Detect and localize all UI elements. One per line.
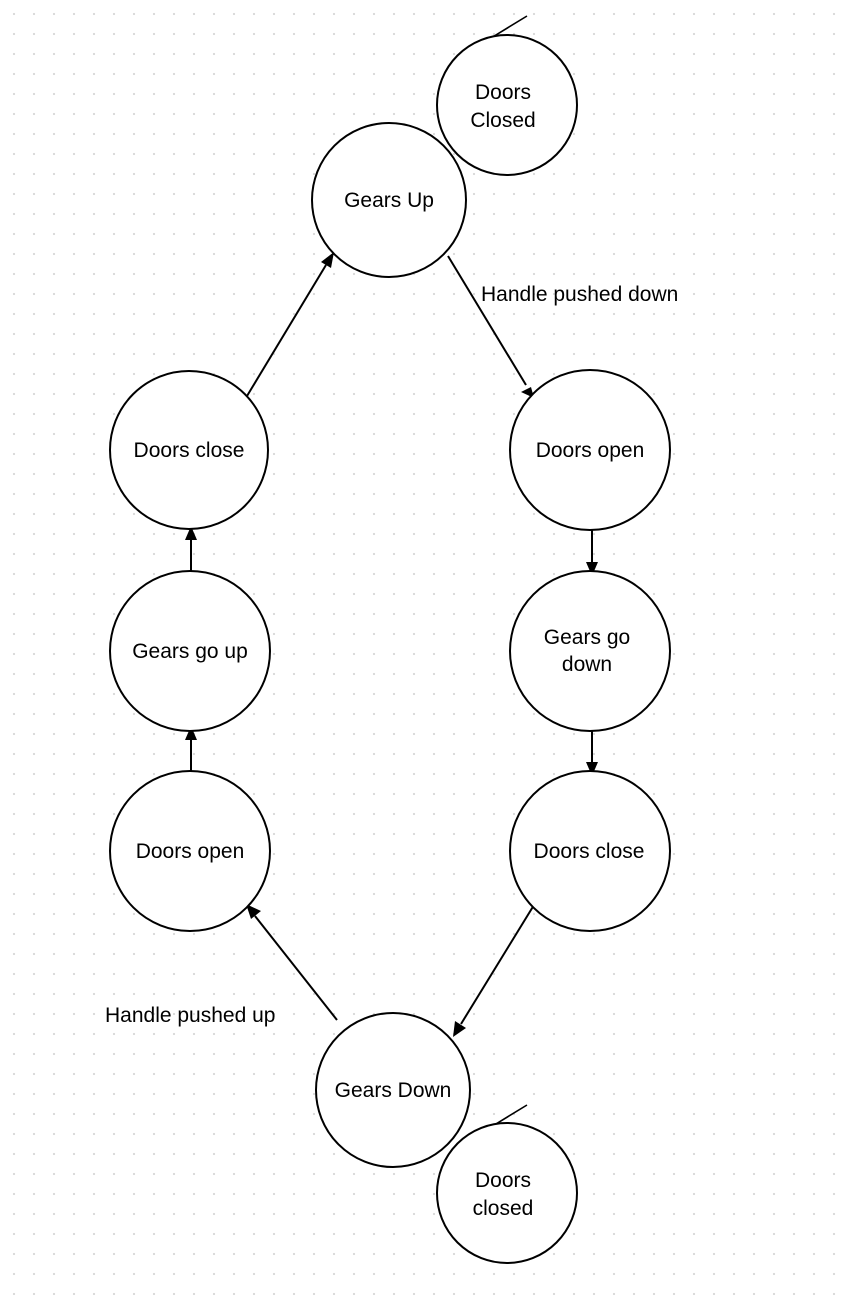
transition-doors-open-to-gears-go-down bbox=[586, 526, 598, 576]
state-label-line: Gears go bbox=[544, 626, 630, 649]
transition-doors-close-to-gears-down bbox=[453, 904, 535, 1037]
state-label: Doors open bbox=[536, 439, 645, 462]
state-label-line: Closed bbox=[470, 109, 535, 132]
state-label-line: Doors bbox=[475, 81, 531, 104]
transition-handle-pushed-down bbox=[447, 255, 534, 398]
state-label-line: down bbox=[562, 653, 612, 676]
state-doors-closed-top: Doors Closed bbox=[436, 34, 578, 176]
state-label: Doors close bbox=[534, 840, 645, 863]
state-label: Doors open bbox=[136, 840, 245, 863]
state-label-line: Doors bbox=[475, 1169, 531, 1192]
state-label: Gears Down bbox=[335, 1079, 452, 1102]
state-doors-closed-bottom: Doors closed bbox=[436, 1122, 578, 1264]
transition-label-handle-pushed-up: Handle pushed up bbox=[105, 1004, 275, 1027]
state-label: Gears go up bbox=[132, 640, 248, 663]
state-doors-close-right: Doors close bbox=[509, 770, 671, 932]
transition-gears-go-down-to-doors-close bbox=[586, 726, 598, 776]
state-gears-go-up: Gears go up bbox=[109, 570, 271, 732]
transition-label-handle-pushed-down: Handle pushed down bbox=[481, 283, 678, 306]
transition-handle-pushed-up bbox=[246, 904, 338, 1021]
transition-doors-open-to-gears-go-up bbox=[185, 726, 197, 775]
state-doors-open-right: Doors open bbox=[509, 369, 671, 531]
state-gears-up: Gears Up bbox=[311, 122, 467, 278]
state-gears-go-down: Gears go down bbox=[509, 570, 671, 732]
transition-doors-close-to-gears-up bbox=[246, 252, 334, 397]
state-doors-close-left: Doors close bbox=[109, 370, 269, 530]
state-label-line: closed bbox=[473, 1197, 534, 1220]
state-label: Doors close bbox=[134, 439, 245, 462]
state-gears-down: Gears Down bbox=[315, 1012, 471, 1168]
transition-gears-go-up-to-doors-close bbox=[185, 526, 197, 575]
state-doors-open-left: Doors open bbox=[109, 770, 271, 932]
state-label: Gears Up bbox=[344, 189, 434, 212]
